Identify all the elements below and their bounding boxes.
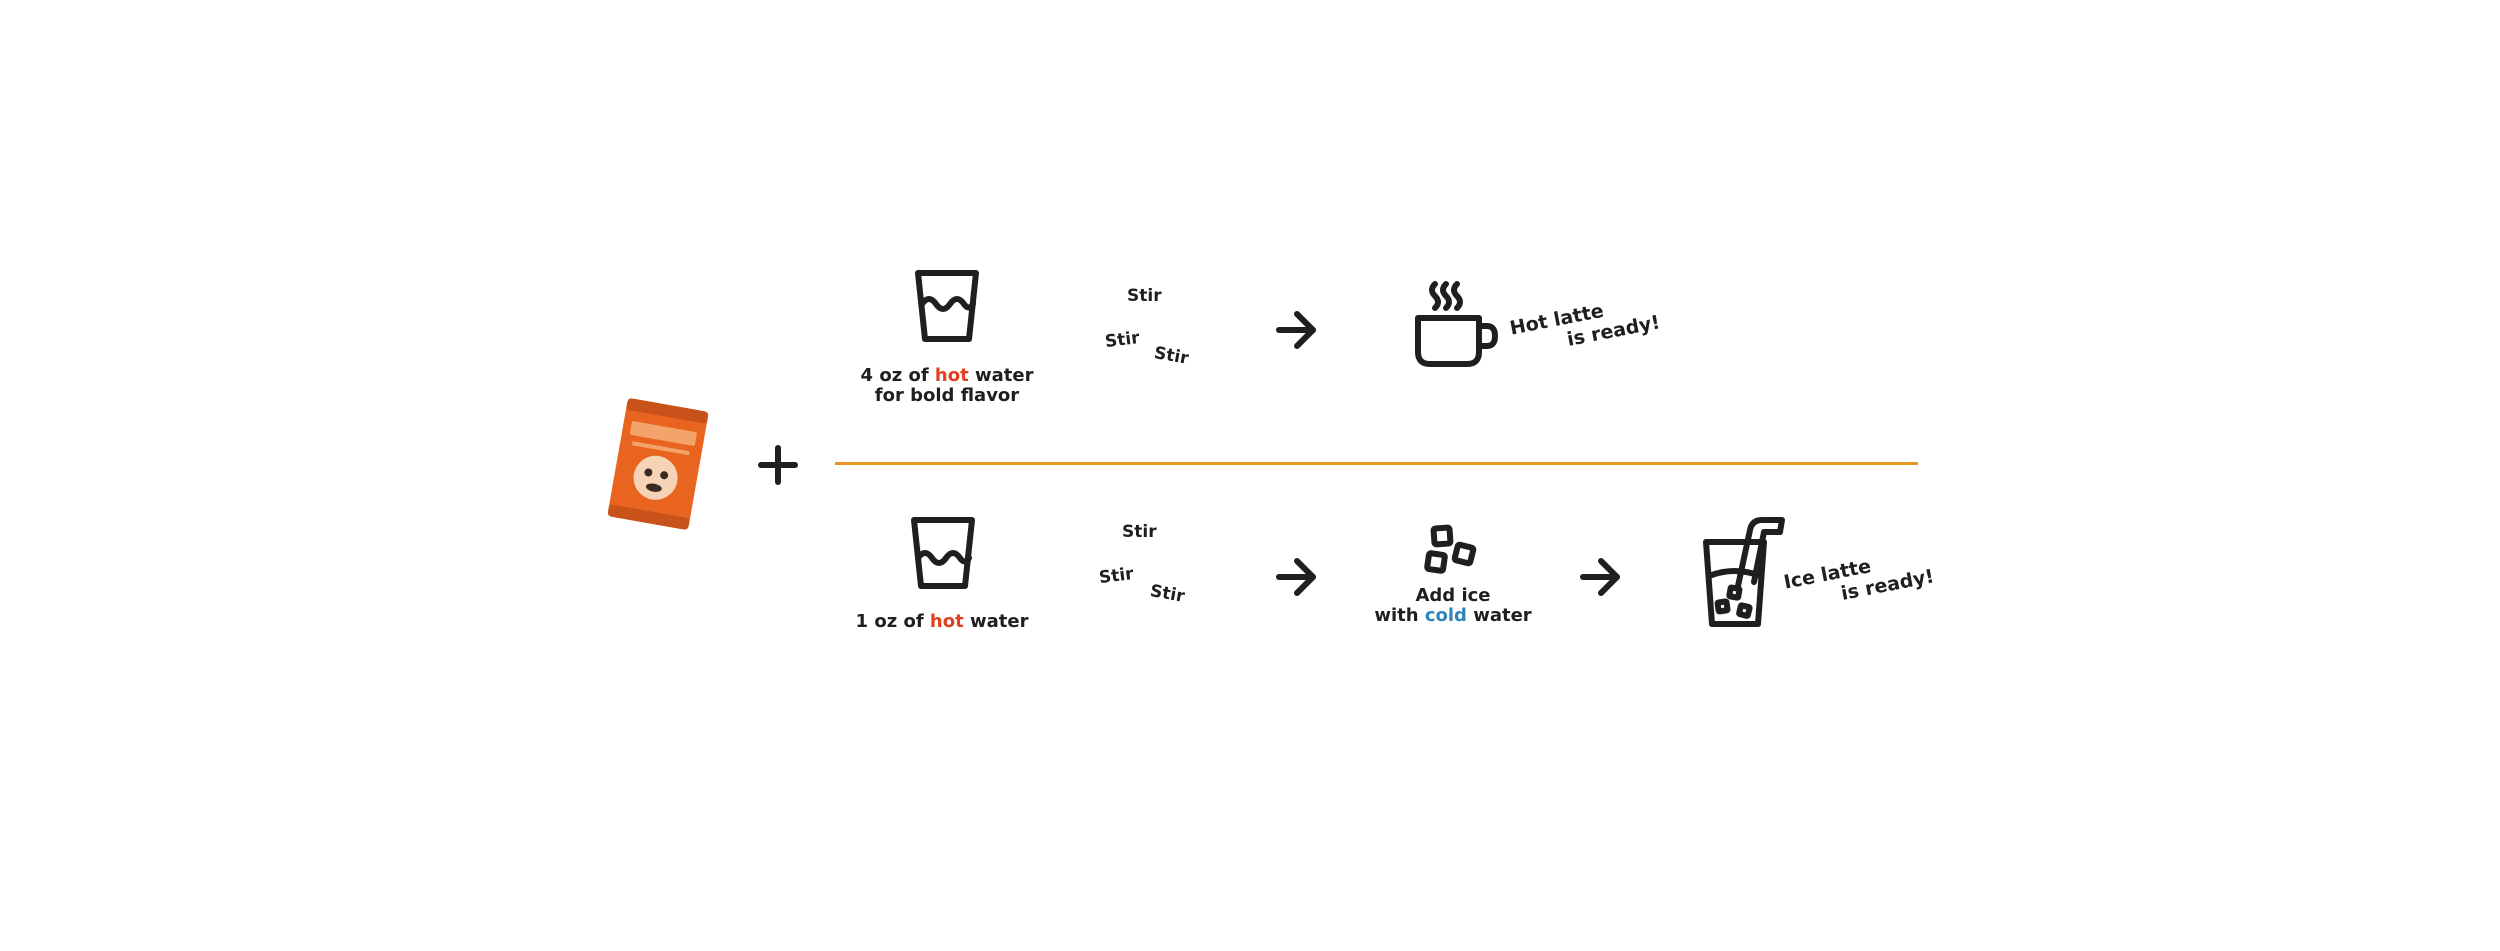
divider-line bbox=[835, 462, 1918, 465]
stir-label: Stir bbox=[1127, 286, 1162, 306]
add-ice-caption: Add ice with cold water bbox=[1374, 585, 1532, 626]
stir-label: Stir bbox=[1152, 343, 1191, 369]
stir-label: Stir bbox=[1122, 522, 1157, 542]
stir-label: Stir bbox=[1103, 327, 1141, 353]
stir-label: Stir bbox=[1097, 563, 1135, 589]
plus-icon bbox=[758, 445, 798, 485]
glass-water-icon bbox=[915, 270, 979, 342]
ice-cubes-icon bbox=[1424, 524, 1477, 574]
hot-mug-icon bbox=[1415, 281, 1498, 367]
arrow-right-icon bbox=[1276, 558, 1316, 596]
arrow-right-icon bbox=[1580, 558, 1620, 596]
iced-drink-icon bbox=[1703, 517, 1785, 627]
ice-latte-ready-text: Ice latte is ready! bbox=[1782, 555, 1936, 605]
hot-latte-ready-text: Hot latte is ready! bbox=[1508, 299, 1662, 351]
arrow-right-icon bbox=[1276, 311, 1316, 349]
stir-label: Stir bbox=[1148, 581, 1187, 607]
coffee-packet-icon bbox=[607, 398, 709, 530]
top-water-caption: 4 oz of hot water for bold flavor bbox=[860, 365, 1034, 406]
bottom-water-caption: 1 oz of hot water bbox=[855, 611, 1029, 632]
glass-water-icon bbox=[911, 517, 975, 589]
